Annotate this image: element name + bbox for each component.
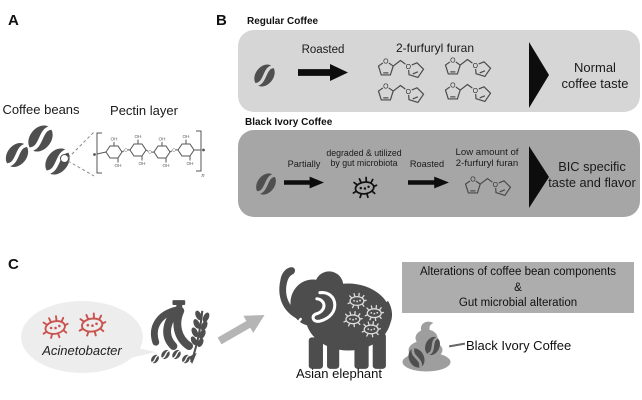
furan-structure-icon-single xyxy=(464,174,512,197)
magnifier-circle xyxy=(60,154,69,163)
poop-icon xyxy=(402,321,451,372)
hydroxyl-label: OH xyxy=(139,161,146,166)
degraded-line1: degraded & utilized xyxy=(326,148,402,158)
roasted-arrow-icon xyxy=(298,63,348,82)
coffee-bean-icon xyxy=(251,169,281,199)
normal-taste-label: Normal coffee taste xyxy=(552,60,638,92)
furfuryl-furan-label: 2-furfuryl furan xyxy=(395,41,475,55)
panel-b-label: B xyxy=(216,12,227,29)
asian-elephant-caption: Asian elephant xyxy=(295,366,382,381)
elephant-tusk xyxy=(283,317,302,328)
gut-bacteria-icon xyxy=(350,175,379,201)
bic-box xyxy=(238,130,640,217)
alterations-line1: Alterations of coffee bean components xyxy=(419,266,617,278)
subscript-n-label: n xyxy=(201,173,204,179)
furan-structure-icon xyxy=(444,55,492,78)
coffee-bean-small-icon xyxy=(180,353,192,365)
hydroxyl-label: OH xyxy=(163,163,170,168)
partially-arrow-icon xyxy=(284,176,324,189)
alterations-line2: & xyxy=(514,281,522,294)
panel-c-label: C xyxy=(8,256,19,273)
panel-a-label: A xyxy=(8,12,19,29)
partially-label: Partially xyxy=(287,159,321,169)
speech-bubble xyxy=(21,301,143,373)
hydroxyl-label: OH xyxy=(187,161,194,166)
coffee-bean-icon xyxy=(0,138,34,172)
hydroxyl-label: OH xyxy=(183,134,190,139)
pectin-caption: Pectin layer xyxy=(110,103,178,118)
coffee-bean-icon xyxy=(249,60,280,91)
alterations-line3: Gut microbial alteration xyxy=(458,297,578,309)
outcome-triangle-icon xyxy=(529,42,549,108)
degraded-line2: by gut microbiota xyxy=(330,157,398,168)
furan-structure-icon xyxy=(377,56,425,79)
hydroxyl-label: OH xyxy=(115,163,122,168)
black-ivory-coffee-caption: Black Ivory Coffee xyxy=(466,338,572,353)
coffee-beans-caption: Coffee beans xyxy=(2,102,80,117)
normal-taste-line2: coffee taste xyxy=(561,76,629,91)
banana-bunch-icon xyxy=(151,300,194,351)
pectin-structure-diagram: O O O OH OH OH OH OH OH OH OH n xyxy=(93,130,205,179)
hydroxyl-label: OH xyxy=(159,137,166,142)
hydroxyl-label: OH xyxy=(135,134,142,139)
roasted-label: Roasted xyxy=(301,44,345,56)
acinetobacter-label: Acinetobacter xyxy=(42,343,122,358)
coffee-bean-in-poop-icon xyxy=(408,348,425,368)
bic-taste-line1: BIC specific xyxy=(558,159,626,174)
bic-title: Black Ivory Coffee xyxy=(245,117,333,128)
oxygen-label: O xyxy=(124,147,128,152)
hydroxyl-label: OH xyxy=(111,137,118,142)
bic-taste-label: BIC specific taste and flavor xyxy=(546,159,638,190)
bic-taste-line2: taste and flavor xyxy=(548,174,636,190)
red-bacteria-icon xyxy=(76,311,108,339)
coffee-bean-in-poop-icon xyxy=(425,336,440,356)
elephant-icon xyxy=(279,267,392,369)
oxygen-label: O xyxy=(172,147,176,152)
speech-bubble-tail xyxy=(124,345,156,359)
alterations-box: Alterations of coffee bean components & … xyxy=(402,262,634,313)
regular-coffee-title: Regular Coffee xyxy=(247,16,319,27)
low-amount-line1: Low amount of xyxy=(455,147,519,158)
degraded-label: degraded & utilized by gut microbiota xyxy=(322,148,406,169)
furan-structure-icon xyxy=(377,81,425,104)
low-amount-line2: 2-furfuryl furan xyxy=(455,157,519,169)
elephant-ear xyxy=(311,291,337,323)
furan-structure-icon xyxy=(444,80,492,103)
normal-taste-line1: Normal xyxy=(574,60,616,75)
dashed-callout-lines xyxy=(67,131,95,177)
oxygen-label: O xyxy=(148,149,152,154)
wheat-icon xyxy=(189,310,210,365)
roasted-label-bic: Roasted xyxy=(409,159,445,169)
low-amount-label: Low amount of 2-furfuryl furan xyxy=(448,147,526,169)
roasted-arrow-icon-bic xyxy=(408,176,449,189)
